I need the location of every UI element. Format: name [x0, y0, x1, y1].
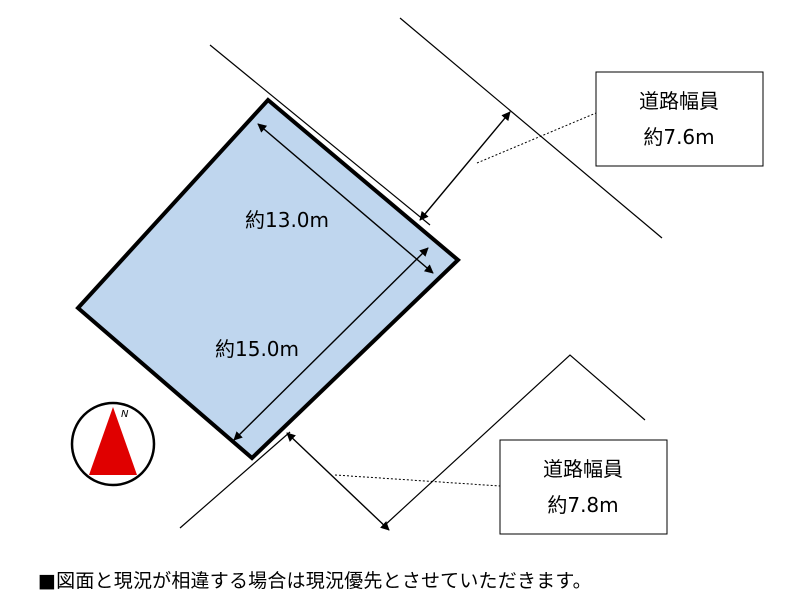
north-arrow-icon: N [70, 401, 156, 487]
road-width-box-bottom: 道路幅員 約7.8m [499, 439, 668, 535]
lot-depth-label: 約15.0m [215, 337, 299, 361]
lot-parcel [75, 97, 461, 461]
road-width-box-top: 道路幅員 約7.6m [595, 71, 764, 167]
road-width-value: 約7.6m [643, 125, 714, 149]
compass-north-label: N [121, 409, 129, 420]
footnote: ■図面と現況が相違する場合は現況優先とさせていただきます。 [38, 570, 592, 592]
leader-line-top [476, 112, 597, 164]
lot-side-length-label: 約13.0m [245, 208, 329, 232]
road-edge-line [179, 431, 291, 529]
road-width-title: 道路幅員 [639, 89, 719, 113]
road-width-value: 約7.8m [547, 493, 618, 517]
leader-line-bottom [334, 474, 501, 487]
road-edge-line [384, 354, 646, 526]
lot-depth-dimension-arrow [233, 247, 429, 441]
road-width-title: 道路幅員 [543, 457, 623, 481]
lot-diagram: 約13.0m 約15.0m 道路幅員 約7.6m 道路幅員 約7.8m N [70, 17, 764, 535]
road-edge-line [399, 17, 663, 239]
road-width-arrow-top [419, 111, 511, 221]
road-width-arrow-bottom [286, 432, 390, 531]
